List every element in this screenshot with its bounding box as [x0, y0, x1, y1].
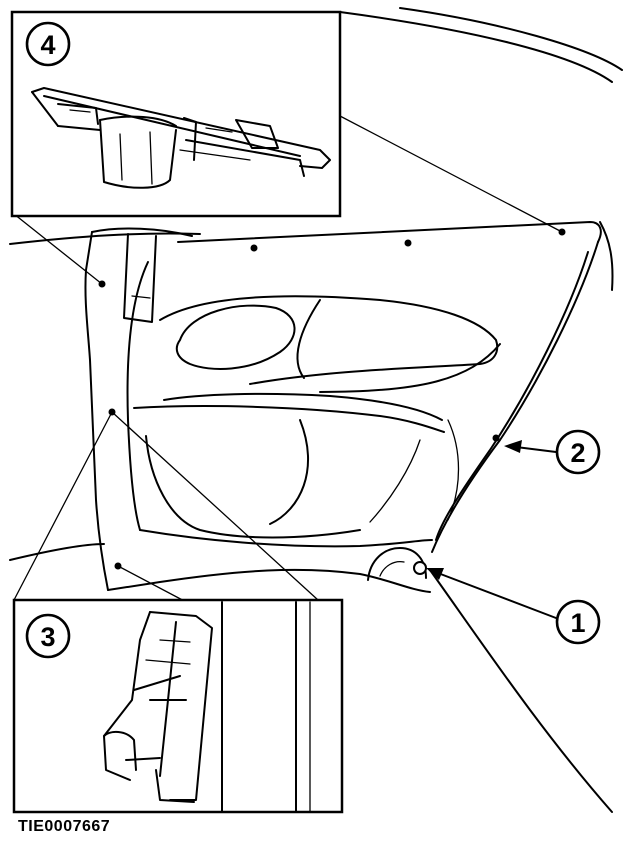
quarter-trim-panel	[84, 221, 602, 593]
inset-3: 3	[12, 598, 344, 814]
callout-2: 2	[504, 429, 601, 475]
fastener-markers	[98, 228, 566, 575]
retaining-clip-drawing	[31, 87, 331, 189]
push-pin-clip-drawing	[103, 611, 213, 803]
body-outline	[9, 7, 623, 813]
callout-1: 1	[426, 568, 601, 645]
callout-2-label: 2	[570, 438, 585, 468]
callout-1-circle	[555, 599, 601, 645]
callout-4-circle	[25, 21, 71, 67]
callout-3-circle	[25, 613, 71, 659]
leader-lines	[13, 115, 563, 605]
callout-3-label: 3	[40, 622, 55, 652]
callout-2-circle	[555, 429, 601, 475]
inset-4: 4	[10, 10, 342, 218]
callout-1-label: 1	[570, 608, 585, 638]
callout-4-label: 4	[40, 30, 55, 60]
figure-id-label: TIE0007667	[18, 818, 111, 835]
